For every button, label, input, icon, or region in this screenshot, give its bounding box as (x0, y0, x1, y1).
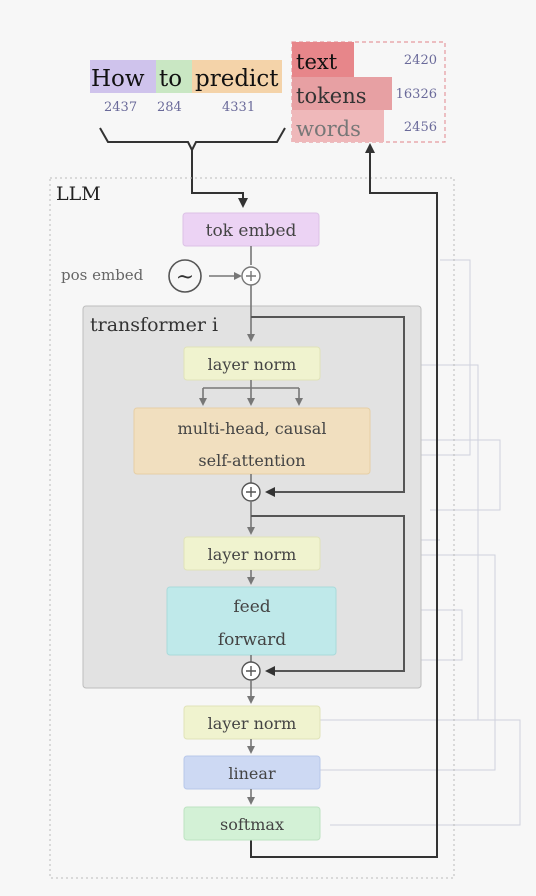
output-word-text: text (296, 50, 338, 74)
layer-norm-1-label: layer norm (208, 355, 297, 374)
add-residual-1-plus (246, 487, 256, 497)
output-word-tokens: tokens (296, 84, 367, 108)
softmax-label: softmax (220, 815, 284, 834)
output-prob-tokens: 16326 (396, 87, 437, 102)
token-to-bg (156, 60, 192, 93)
pos-embed-wave-symbol: ~ (176, 265, 194, 290)
tok-embed-label: tok embed (206, 221, 297, 241)
token-id-to: 284 (157, 100, 182, 115)
softmax-block (183, 806, 321, 841)
residual-arrow-1 (251, 316, 405, 497)
attention-label-line2: self-attention (198, 451, 305, 470)
token-id-predict: 4331 (222, 100, 255, 115)
pos-embed-label: pos embed (61, 266, 144, 284)
layer-norm-2-label: layer norm (208, 545, 297, 564)
pos-embed-wave-icon (168, 259, 202, 293)
output-prob-words: 2456 (404, 120, 437, 135)
layer-norm-3-label: layer norm (208, 714, 297, 733)
token-id-how: 2437 (104, 100, 137, 115)
layer-norm-2-block (183, 536, 321, 571)
output-tokens-bg (292, 77, 392, 110)
residual-arrow-2 (251, 515, 405, 676)
llm-label: LLM (56, 183, 101, 205)
add-pos-plus (246, 271, 256, 281)
linear-block (183, 755, 321, 790)
output-prob-text: 2420 (404, 53, 437, 68)
layer-norm-3-block (183, 705, 321, 740)
token-predict: predict (195, 66, 279, 92)
output-tokens: text tokens words 2420 16326 2456 (291, 41, 446, 143)
output-text-bg (292, 42, 354, 77)
attention-label-line1: multi-head, causal (178, 419, 327, 438)
add-residual-2-plus (246, 666, 256, 676)
attention-block (133, 407, 371, 475)
output-words-bg (292, 110, 384, 142)
feed-forward-label-line2: forward (218, 630, 286, 650)
token-to: to (159, 66, 182, 92)
feed-forward-label-line1: feed (233, 597, 270, 617)
output-feedback-arrow (250, 143, 438, 858)
input-brace (99, 127, 286, 153)
token-how: How (91, 66, 145, 92)
linear-label: linear (228, 764, 276, 783)
input-tokens: How to predict 2437 284 4331 (90, 60, 286, 208)
layer-norm-1-block (183, 346, 321, 381)
output-word-words: words (296, 117, 361, 141)
transformer-label: transformer i (90, 314, 218, 336)
llm-container (49, 177, 455, 879)
input-arrow (191, 150, 248, 208)
token-predict-bg (192, 60, 282, 93)
token-how-bg (90, 60, 156, 93)
